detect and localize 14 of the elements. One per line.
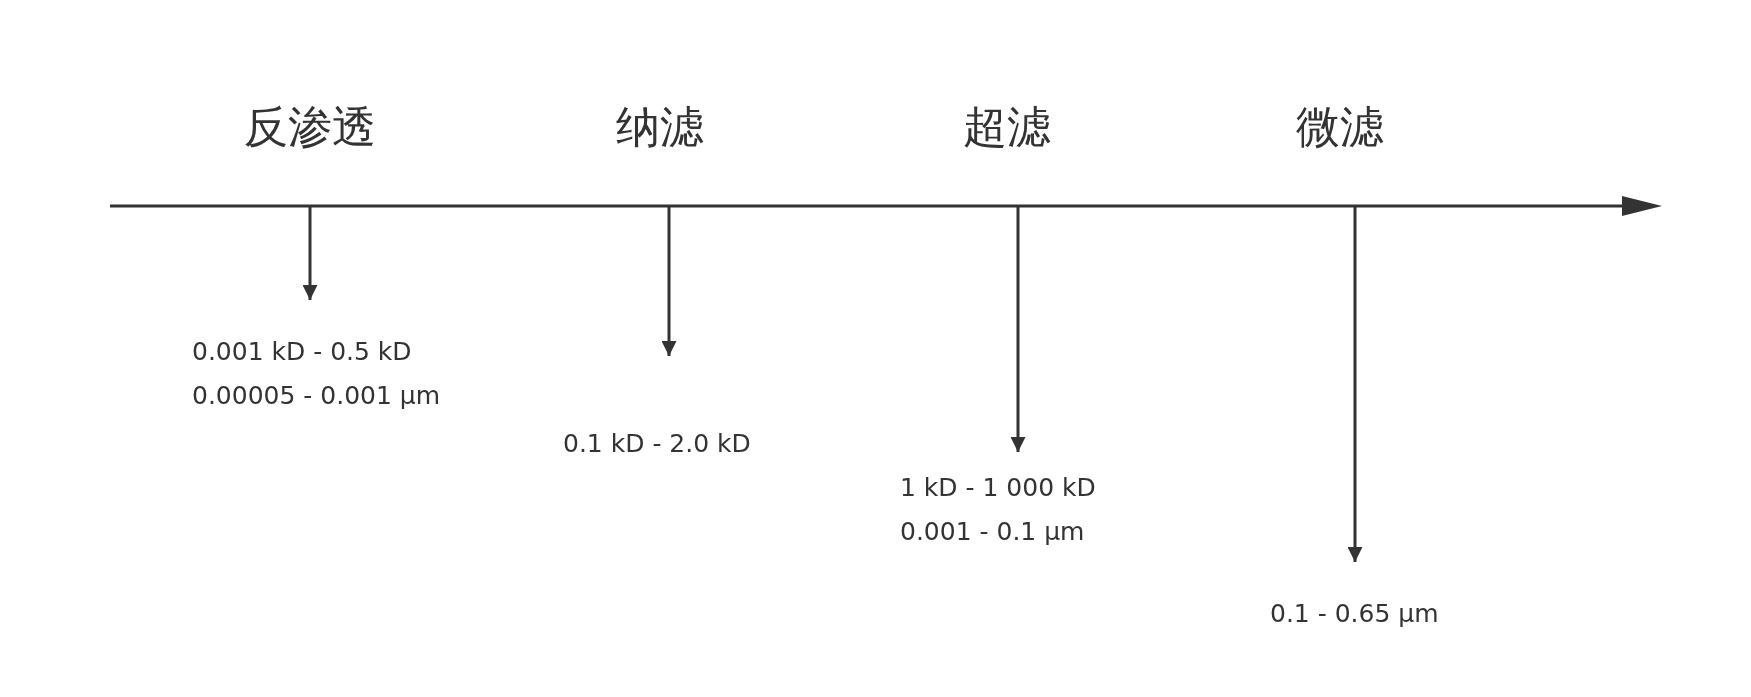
arrow: [302, 206, 318, 300]
range-text: 0.1 - 0.65 µm: [1270, 598, 1439, 630]
arrow: [1010, 206, 1026, 452]
range-text: 0.001 kD - 0.5 kD: [192, 336, 412, 368]
arrow: [1347, 206, 1363, 562]
arrow: [661, 206, 677, 356]
column-heading: 微滤: [1296, 100, 1384, 154]
column-heading: 反渗透: [244, 100, 376, 154]
range-text: 0.1 kD - 2.0 kD: [563, 428, 751, 460]
column-heading: 纳滤: [616, 100, 704, 154]
column-heading: 超滤: [963, 100, 1051, 154]
range-text: 0.00005 - 0.001 µm: [192, 380, 441, 412]
range-text: 1 kD - 1 000 kD: [900, 472, 1096, 504]
range-text: 0.001 - 0.1 µm: [900, 516, 1085, 548]
